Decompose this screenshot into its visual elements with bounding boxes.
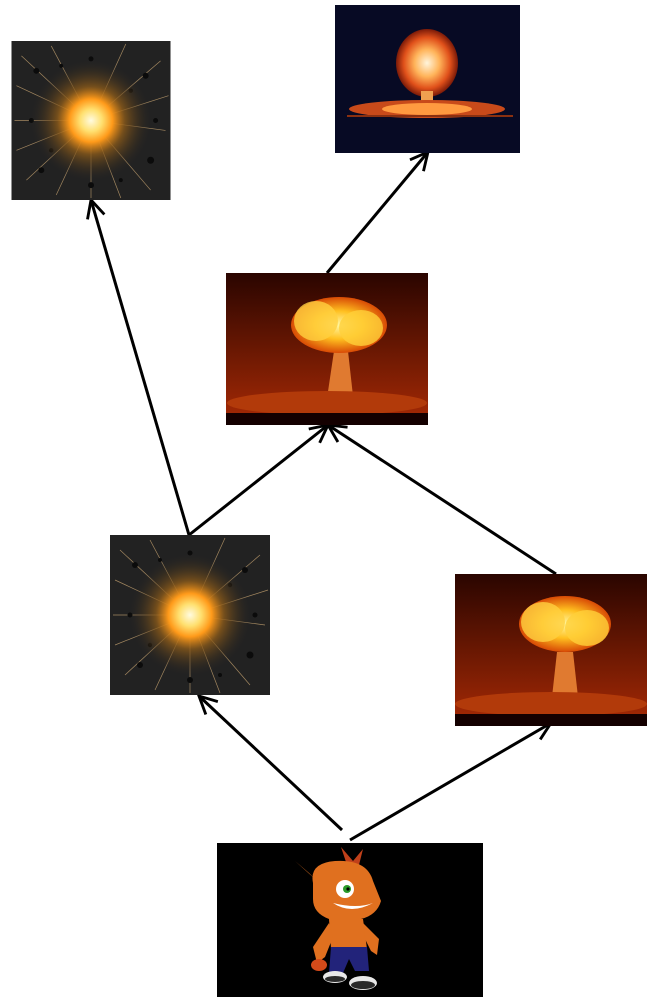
edge-burst-left-to-mushroom-center: [188, 425, 328, 537]
edge-burst-left-to-burst-top-left: [91, 200, 191, 536]
crash-bandicoot-character-icon: [217, 843, 483, 997]
edge-crash-to-mushroom-right: [349, 723, 551, 842]
nuclear-fireball-icon: [335, 5, 520, 153]
mushroom-cloud-explosion-icon: [455, 574, 647, 726]
starburst-explosion-icon: [110, 535, 270, 695]
edge-mushroom-right-to-mushroom-center: [328, 425, 557, 576]
edge-crash-to-burst-left: [199, 696, 344, 832]
edge-mushroom-center-to-fireball-top: [325, 152, 428, 274]
starburst-explosion-icon: [11, 41, 171, 200]
mushroom-cloud-explosion-icon: [226, 273, 428, 425]
